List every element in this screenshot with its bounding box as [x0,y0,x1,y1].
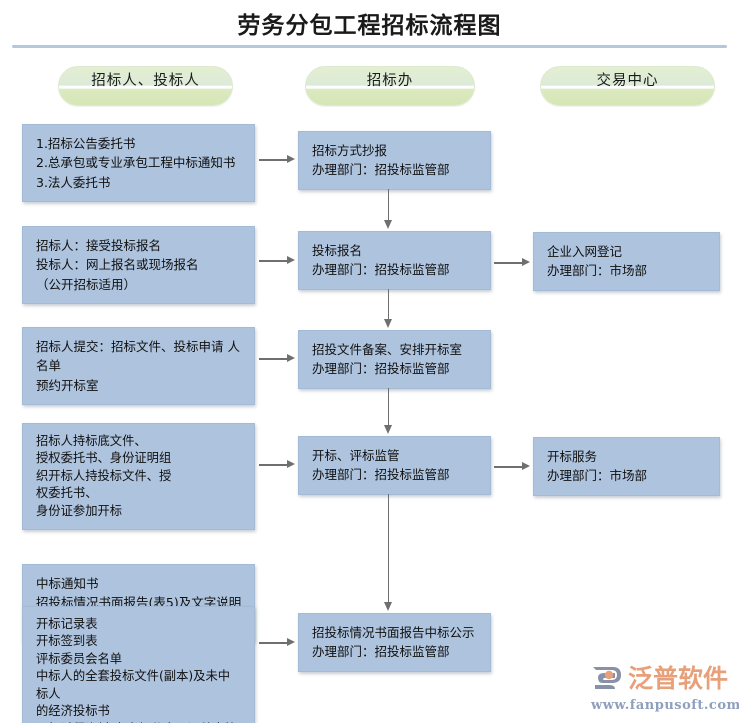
lane-header-office[interactable]: 招标办 [305,66,475,106]
watermark-url: www.fanpusoft.com [591,698,739,713]
arrow-left3-to-mid3 [259,354,295,363]
connector-shaft [387,189,390,221]
arrowhead-icon [384,319,392,328]
lane-header-center[interactable]: 交易中心 [540,66,715,106]
title-divider [12,45,727,48]
connector-shaft [387,388,390,426]
arrowhead-icon [287,460,295,468]
arrowhead-icon [287,256,295,264]
arrowhead-icon [522,462,530,470]
arrowhead-icon [384,425,392,434]
connector-shaft [494,262,523,264]
page-title: 劳务分包工程招标流程图 [237,12,502,39]
watermark-row: 泛普软件 [591,659,733,697]
lane-header-label: 招标人、投标人 [91,72,200,89]
node-right-1[interactable]: 企业入网登记 办理部门：市场部 [533,232,720,291]
node-mid-4[interactable]: 开标、评标监管 办理部门：招投标监管部 [298,436,491,495]
lane-header-label: 招标办 [366,72,414,89]
arrow-mid4-to-mid5 [384,494,393,611]
lane-header-label: 交易中心 [596,72,659,89]
connector-shaft [259,642,288,644]
arrowhead-icon [384,602,392,611]
arrowhead-icon [287,638,295,646]
connector-shaft [387,289,390,320]
arrow-mid2-to-mid3 [384,289,393,328]
fanpu-logo-icon [593,667,621,689]
connector-shaft [387,494,390,603]
node-right-2[interactable]: 开标服务 办理部门：市场部 [533,437,720,496]
connector-shaft [259,260,288,262]
watermark-brand: 泛普软件 [628,663,729,693]
arrow-mid1-to-mid2 [384,189,393,229]
arrow-left1-to-mid1 [259,155,295,164]
node-mid-2[interactable]: 投标报名 办理部门：招投标监管部 [298,231,491,290]
arrow-mid3-to-mid4 [384,388,393,434]
arrowhead-icon [287,354,295,362]
connector-shaft [259,464,288,466]
node-left-5b[interactable]: 开标记录表 开标签到表 评标委员会名单 中标人的全套投标文件(副本)及未中标人 … [22,606,255,723]
connector-shaft [259,358,288,360]
arrow-left5-to-mid5 [259,638,295,647]
arrowhead-icon [522,258,530,266]
node-left-2[interactable]: 招标人：接受投标报名 投标人：网上报名或现场报名 （公开招标适用） [22,226,255,305]
arrow-left4-to-mid4 [259,460,295,469]
arrowhead-icon [287,155,295,163]
node-mid-5[interactable]: 招投标情况书面报告中标公示 办理部门：招投标监管部 [298,613,491,672]
watermark-logo: 泛普软件 www.fanpusoft.com [591,659,739,719]
arrow-mid4-to-right2 [494,462,530,471]
node-mid-3[interactable]: 招投文件备案、安排开标室 办理部门：招投标监管部 [298,330,491,389]
arrow-mid2-to-right1 [494,258,530,267]
arrow-left2-to-mid2 [259,256,295,265]
node-left-4[interactable]: 招标人持标底文件、 授权委托书、身份证明组 织开标人持投标文件、授 权委托书、 … [22,423,255,531]
connector-shaft [494,466,523,468]
arrowhead-icon [384,220,392,229]
node-left-3[interactable]: 招标人提交：招标文件、投标申请 人名单 预约开标室 [22,327,255,406]
lane-header-bidder[interactable]: 招标人、投标人 [58,66,233,106]
connector-shaft [259,159,288,161]
node-mid-1[interactable]: 招标方式抄报 办理部门：招投标监管部 [298,131,491,190]
node-left-1[interactable]: 1.招标公告委托书 2.总承包或专业承包工程中标通知书 3.法人委托书 [22,124,255,203]
